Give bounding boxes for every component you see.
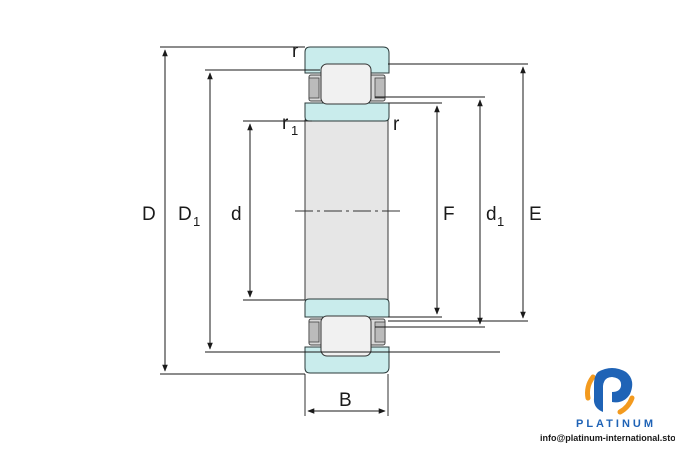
label-r1: r bbox=[282, 113, 289, 134]
label-D1-sub: 1 bbox=[193, 214, 200, 229]
inner-ring-top bbox=[304, 102, 390, 122]
label-r1-sub: 1 bbox=[291, 123, 298, 138]
label-d1: d bbox=[486, 204, 497, 225]
platinum-logo: PLATINUM info@platinum-international.sto… bbox=[540, 368, 675, 443]
logo-brand-text: PLATINUM bbox=[576, 418, 656, 430]
roller-bottom bbox=[320, 315, 372, 357]
label-r-top: r bbox=[292, 41, 299, 62]
roller-top bbox=[320, 63, 372, 105]
label-r-right: r bbox=[393, 114, 400, 135]
label-D: D bbox=[142, 204, 156, 225]
label-D1: D bbox=[178, 204, 192, 225]
label-B: B bbox=[339, 390, 352, 411]
label-d1-sub: 1 bbox=[497, 214, 504, 229]
bearing-section bbox=[295, 46, 402, 374]
cage-pocket-bottom-right bbox=[374, 321, 386, 343]
dimension-lines bbox=[162, 49, 526, 414]
logo-mark-icon bbox=[585, 368, 635, 415]
label-d: d bbox=[231, 204, 242, 225]
label-E: E bbox=[529, 204, 542, 225]
inner-ring-body bbox=[304, 119, 389, 301]
cage-pocket-top-right bbox=[374, 77, 386, 99]
label-F: F bbox=[443, 204, 455, 225]
cage-pocket-bottom-left bbox=[308, 321, 320, 343]
cage-pocket-top-left bbox=[308, 77, 320, 99]
extension-lines bbox=[160, 46, 528, 416]
logo-email-text: info@platinum-international.store bbox=[540, 433, 675, 443]
inner-ring-bottom bbox=[304, 298, 390, 318]
dimension-labels: r r 1 r D D 1 d F d 1 E B bbox=[142, 41, 542, 411]
